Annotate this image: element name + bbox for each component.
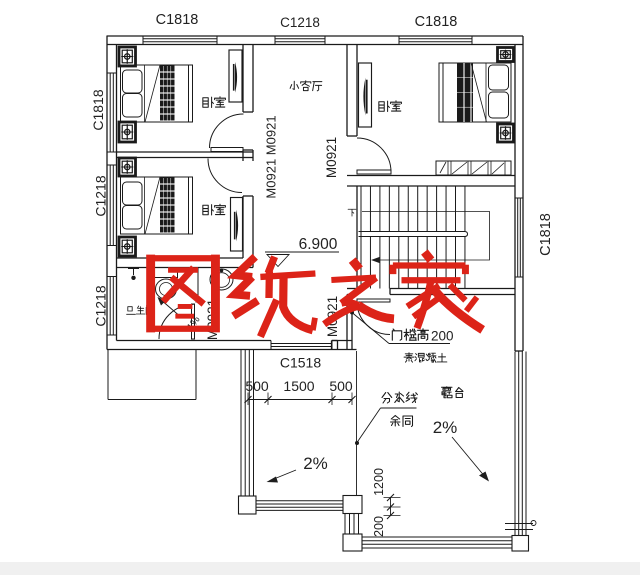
svg-text:2%: 2% bbox=[433, 418, 458, 437]
svg-text:C1818: C1818 bbox=[90, 89, 106, 130]
svg-text:M0921: M0921 bbox=[324, 137, 339, 178]
svg-text:200: 200 bbox=[372, 516, 386, 537]
svg-text:C1518: C1518 bbox=[280, 355, 321, 371]
svg-text:C1218: C1218 bbox=[93, 285, 109, 326]
svg-text:C1818: C1818 bbox=[415, 14, 458, 30]
svg-text:C1818: C1818 bbox=[538, 213, 554, 256]
svg-text:2%: 2% bbox=[303, 454, 328, 473]
svg-text:1500: 1500 bbox=[283, 378, 314, 394]
svg-text:500: 500 bbox=[245, 378, 269, 394]
svg-text:M0921 M0921: M0921 M0921 bbox=[264, 115, 279, 198]
svg-text:500: 500 bbox=[329, 378, 353, 394]
svg-text:C1218: C1218 bbox=[93, 175, 109, 216]
svg-text:C1218: C1218 bbox=[280, 15, 320, 30]
svg-text:6.900: 6.900 bbox=[299, 236, 338, 253]
svg-text:C1818: C1818 bbox=[156, 12, 199, 28]
svg-text:1200: 1200 bbox=[372, 468, 386, 496]
svg-text:200: 200 bbox=[431, 329, 454, 344]
